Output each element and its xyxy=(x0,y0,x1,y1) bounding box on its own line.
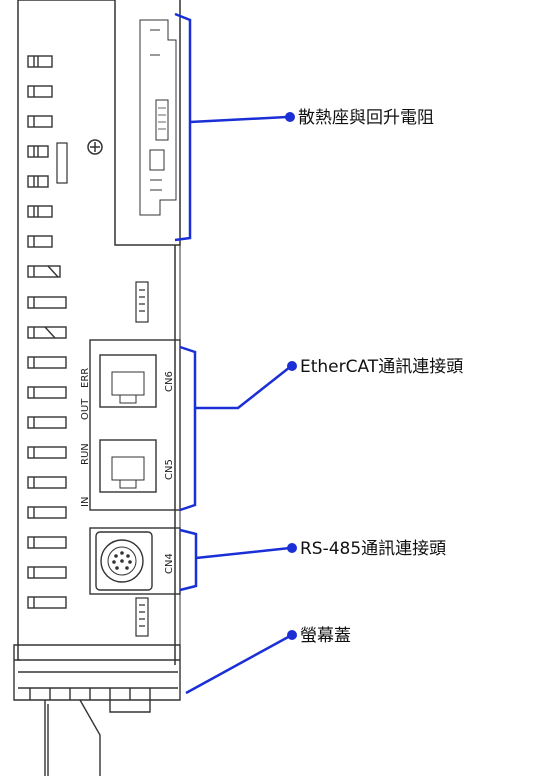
rs485-port-block xyxy=(89,527,181,595)
heatsink-callout-label: 散熱座與回升電阻 xyxy=(298,108,434,128)
rs485-callout-label: RS-485通訊連接頭 xyxy=(300,539,446,559)
screen-cover-callout-label: 螢幕蓋 xyxy=(300,626,351,646)
ethercat-port-block xyxy=(89,339,181,511)
callout-lines xyxy=(174,12,291,695)
cn6-label: CN6 xyxy=(164,371,175,392)
cn4-label: CN4 xyxy=(164,553,175,574)
vent-slots xyxy=(27,55,67,609)
screw-icon xyxy=(87,139,103,155)
screen-cover xyxy=(13,644,181,713)
run-label: RUN xyxy=(80,443,91,465)
ethercat-callout-label: EtherCAT通訊連接頭 xyxy=(300,357,463,377)
callout-dots xyxy=(285,112,297,640)
heatsink-block xyxy=(114,0,181,246)
err-label: ERR xyxy=(80,368,91,388)
out-label: OUT xyxy=(80,398,91,420)
in-label: IN xyxy=(80,497,91,507)
cn5-label: CN5 xyxy=(164,459,175,480)
cable xyxy=(44,699,101,776)
rs485-pins xyxy=(112,551,132,570)
small-connector-lower xyxy=(135,597,149,637)
small-connector-upper xyxy=(135,281,149,323)
